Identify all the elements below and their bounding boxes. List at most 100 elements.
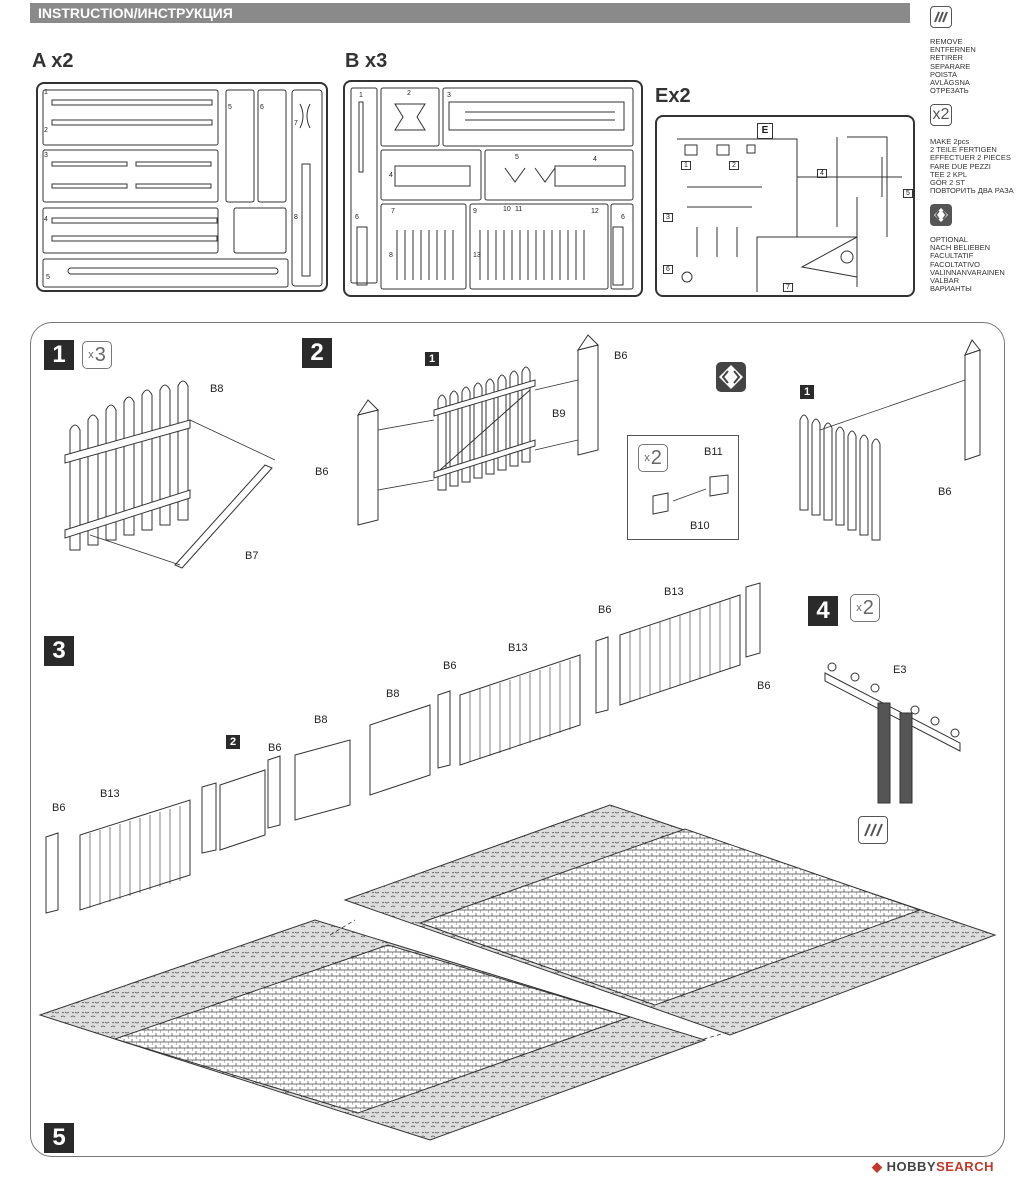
step-2-gate-optional [799,339,981,541]
sprue-a-num: 8 [294,214,298,221]
sprue-b-num: 12 [591,208,599,215]
step-4-mult-value: 2 [862,596,874,619]
step-3-label: B13 [100,788,120,800]
step-4-label: E3 [893,664,907,676]
legend-line: GÖR 2 ST [930,178,966,188]
legend-line: ENTFERNEN [930,45,976,55]
sprue-b-title: B x3 [345,50,388,72]
sprue-b-num: 8 [389,252,393,259]
step-1-label: B8 [210,383,224,395]
legend-line: VALINNANVARAINEN [930,267,1005,277]
sprue-e-num: 1 [681,161,691,170]
sprue-b-num: 11 [515,206,523,213]
step-3-label: B6 [443,660,457,672]
step-4-crossarm [824,662,961,804]
cut-icon [930,6,952,28]
sprue-a-num: 1 [44,89,48,96]
legend-line: TEE 2 KPL [930,169,968,179]
footer-icon: ◆ [872,1159,883,1174]
legend-line: ПОВТОРИТЬ ДВА РАЗА [930,186,1014,196]
legend-line: 2 TEILE FERTIGEN [930,145,997,155]
step-2-hinge-parts [652,474,729,515]
step-3-label: B8 [386,688,400,700]
sprue-a-title: A x2 [32,50,74,72]
sprue-a-num: 6 [260,104,264,111]
sprue-e-num: 7 [783,283,793,292]
legend-line: ВАРИАНТЫ [930,284,972,294]
legend-line: REMOVE [930,37,963,46]
step-3-ref-badge: 2 [226,735,240,749]
legend-line: FACULTATIF [930,251,974,261]
legend-line: VALBAR [930,276,960,286]
sprue-a-drawing [42,89,323,288]
step-2-optional-icon [716,362,746,392]
step-2-label: B11 [704,446,723,458]
sprue-b: 1 2 3 4 5 4 6 7 8 9 10 11 12 13 6 [343,80,643,297]
sprue-a-num: 5 [228,104,232,111]
sprue-e-letter: E [757,123,773,139]
step-3-fence-run [45,582,761,914]
sprue-a: 1 2 3 4 5 5 6 7 8 [36,82,328,292]
sprue-e-drawing [677,136,902,292]
footer-brand-2: SEARCH [936,1159,994,1174]
step-3-label: B13 [664,586,684,598]
legend-line: OPTIONAL [930,235,968,244]
cut-glyph [934,11,948,23]
sprue-b-num: 2 [407,90,411,97]
step-2-ref-badge: 1 [800,385,814,399]
header-bar: INSTRUCTION/ИНСТРУКЦИЯ [30,3,910,23]
sprue-b-num: 3 [447,92,451,99]
footer-watermark: ◆ HOBBYSEARCH [872,1159,994,1175]
legend-optional: OPTIONAL NACH BELIEBEN FACULTATIF FACOLT… [930,235,1005,294]
legend-line: FARE DUE PEZZI [930,161,991,171]
cut-glyph [864,823,883,837]
step-4-cut-icon [858,816,888,844]
legend-line: POISTA [930,69,957,79]
legend-line: FACOLTATIVO [930,259,981,269]
step-2-label: B6 [614,350,628,362]
step-1-fence-panel [64,380,276,569]
assembly-frame [30,322,1005,1157]
legend-remove: REMOVE ENTFERNEN RETIRER SEPARARE POISTA… [930,37,976,96]
legend-line: ОТРЕЗАТЬ [930,86,969,96]
step-2-label: B6 [315,466,329,478]
step-3-label: B6 [757,680,771,692]
legend-line: SEPARARE [930,61,971,71]
sprue-a-num: 2 [44,127,48,134]
sprue-b-drawing [350,87,634,290]
step-5-road-bases [38,804,997,1141]
step-2-label: B6 [938,486,952,498]
sprue-b-num: 4 [389,172,393,179]
optional-glyph [934,208,948,222]
sprue-e: E 1 2 3 4 5 6 7 [655,115,915,297]
sprue-b-num: 10 [503,206,511,213]
optional-glyph [719,365,743,389]
step-4-number: 4 [808,596,838,626]
sprue-a-num: 7 [294,120,298,127]
sprue-b-num: 9 [473,208,477,215]
sprue-b-num: 7 [391,208,395,215]
step-2-label: B9 [552,408,566,420]
sprue-e-num: 4 [817,169,827,178]
sprue-b-num: 1 [359,92,363,99]
step-2-number: 2 [302,338,332,368]
optional-icon [930,204,952,226]
step-2-gate [356,334,599,526]
legend-line: MAKE 2pcs [930,137,970,146]
step-3-number: 3 [44,636,74,666]
step-3-label: B8 [314,714,328,726]
step-5-number: 5 [44,1123,74,1153]
step-1-label: B7 [245,550,259,562]
legend-line: EFFECTUER 2 PIECES [930,153,1011,163]
step-1-mult-value: 3 [94,343,106,366]
sprue-a-num: 5 [46,274,50,281]
step-3-label: B6 [52,802,66,814]
make-two-icon: x2 [930,104,952,126]
step-3-label: B6 [598,604,612,616]
step-3-label: B13 [508,642,528,654]
footer-brand: HOBBY [886,1159,937,1174]
